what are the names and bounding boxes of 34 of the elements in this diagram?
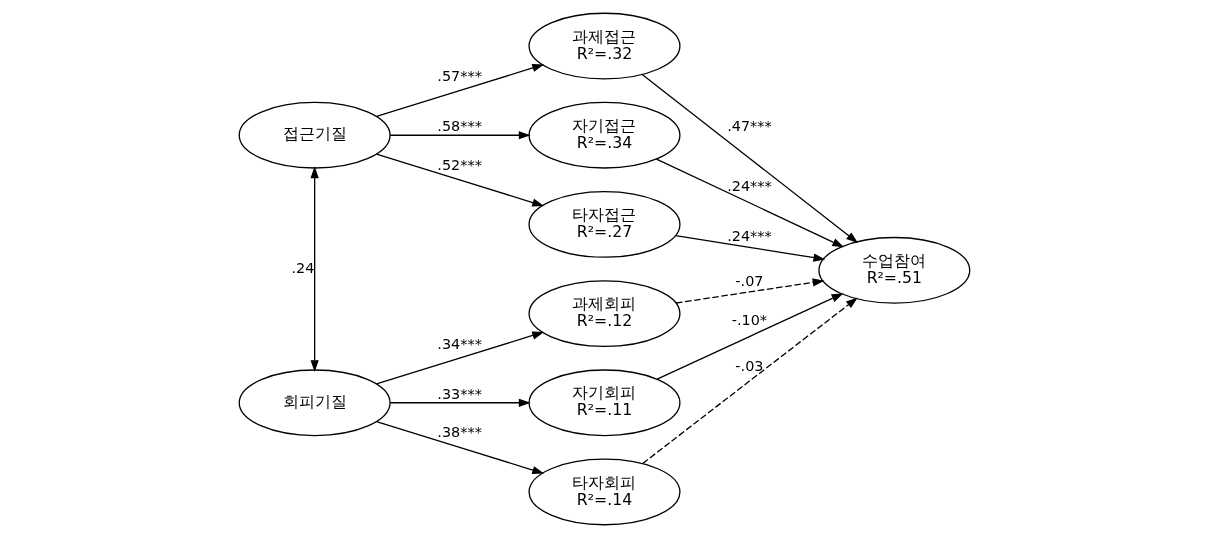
- arrow: [389, 131, 531, 140]
- arrow: [389, 398, 531, 407]
- edge-label: .24: [290, 259, 314, 276]
- edge-label: .57***: [436, 68, 482, 85]
- arrow: [655, 158, 844, 248]
- arrow: [674, 278, 824, 304]
- arrow: [641, 73, 858, 243]
- node-ellipse: 회피기질: [238, 369, 391, 437]
- node-ellipse: 과제접근 R²=.32: [527, 12, 681, 80]
- edge-label: .34***: [436, 335, 482, 352]
- node-ellipse: 접근기질: [238, 101, 391, 169]
- edge-label: .47***: [726, 118, 772, 135]
- edge-label: .24***: [726, 178, 772, 195]
- arrow: [674, 234, 825, 262]
- edge-label: -.07: [734, 272, 763, 289]
- node-ellipse: 과제회피 R²=.12: [527, 280, 681, 348]
- edge-label: .58***: [436, 118, 482, 135]
- arrow: [375, 63, 544, 118]
- edge-label: .52***: [436, 157, 482, 174]
- arrow: [656, 293, 843, 380]
- arrow: [310, 166, 319, 372]
- arrow: [375, 331, 544, 385]
- node-ellipse: 타자접근 R²=.27: [527, 190, 681, 258]
- edge-label: .24***: [726, 228, 772, 245]
- arrow: [375, 420, 544, 475]
- arrow: [375, 153, 544, 207]
- edge-label: .33***: [436, 385, 482, 402]
- node-ellipse: 타자회피 R²=.14: [527, 458, 681, 526]
- node-ellipse: 자기접근 R²=.34: [527, 101, 681, 169]
- arrow: [641, 297, 858, 465]
- edge-label: -.10*: [731, 312, 767, 329]
- edge-label: .38***: [436, 423, 482, 440]
- edge-label: -.03: [734, 358, 763, 375]
- node-ellipse: 자기회피 R²=.11: [527, 369, 681, 437]
